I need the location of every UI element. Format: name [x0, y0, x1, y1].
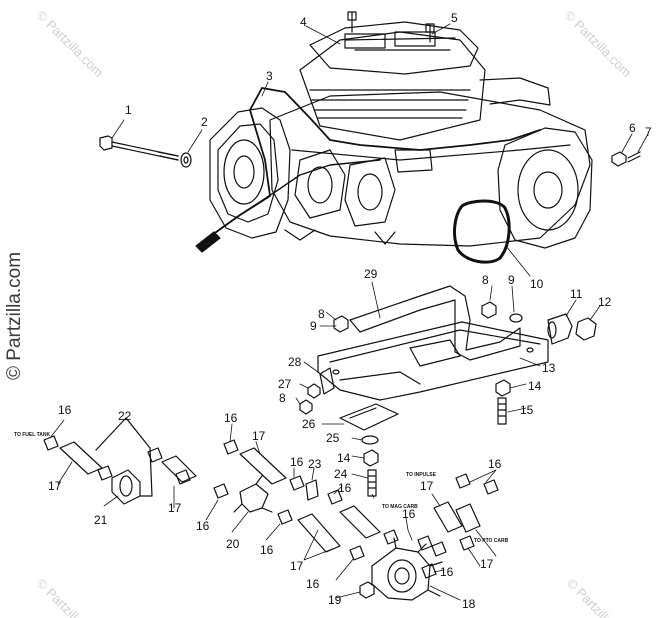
callout-16-h: 16 [402, 507, 416, 521]
callout-20: 20 [226, 537, 240, 551]
callout-16-j: 16 [440, 565, 454, 579]
callout-16-f: 16 [260, 543, 274, 557]
callout-13: 13 [542, 361, 556, 375]
callout-16-d: 16 [338, 481, 352, 495]
watermark-top-right: © Partzilla.com [562, 8, 635, 81]
callout-16-c: 16 [290, 455, 304, 469]
callout-8-c: 8 [279, 391, 286, 405]
tee-fitting [239, 483, 269, 513]
nut-small [611, 151, 627, 167]
callout-29: 29 [364, 267, 378, 281]
callout-15: 15 [520, 403, 534, 417]
callout-8: 8 [318, 307, 325, 321]
callout-25: 25 [326, 431, 340, 445]
watermark-side: © Partzilla.com [4, 252, 25, 380]
callout-14-b: 14 [337, 451, 351, 465]
small-nut [307, 383, 321, 399]
leader-lines [49, 23, 649, 601]
callout-14: 14 [528, 379, 542, 393]
fuel-hose [59, 441, 103, 475]
callout-16: 16 [58, 403, 72, 417]
callout-17-c: 17 [168, 501, 182, 515]
engine-assembly [209, 11, 593, 249]
fuel-filter [111, 469, 141, 505]
watermark-bottom-right: © Partzilla.com [564, 576, 637, 618]
callout-labels: 1 2 3 4 5 6 7 8 9 10 11 12 13 14 15 16 1… [48, 11, 652, 611]
callout-7: 7 [645, 125, 652, 139]
note-fuel-tank: TO FUEL TANK [14, 432, 51, 438]
callout-17-f: 17 [480, 557, 494, 571]
callout-2: 2 [201, 115, 208, 129]
throttle-cable [204, 87, 541, 241]
watermark-bottom-left: © Partzilla.com [34, 576, 107, 618]
callout-11: 11 [570, 287, 583, 301]
callout-27: 27 [278, 377, 292, 391]
callout-8-b: 8 [482, 273, 489, 287]
rubber-mount [547, 313, 573, 345]
callout-16-b: 16 [224, 411, 238, 425]
callout-16-e: 16 [196, 519, 210, 533]
callout-28: 28 [288, 355, 302, 369]
mount-bracket [349, 285, 521, 361]
callout-21: 21 [94, 513, 108, 527]
hose-clamp [43, 435, 59, 451]
mount-pad [339, 403, 399, 431]
callout-9-b: 9 [508, 273, 515, 287]
callout-12: 12 [598, 295, 612, 309]
callout-16-g: 16 [306, 577, 320, 591]
callout-9: 9 [310, 319, 317, 333]
note-inpulse: TO INPULSE [406, 472, 437, 478]
callout-5: 5 [451, 11, 458, 25]
engine-mount-plate [317, 321, 549, 401]
callout-17: 17 [48, 479, 62, 493]
note-pto-carb: TO PTO CARB [474, 538, 509, 544]
note-mag-carb: TO MAG CARB [382, 504, 418, 510]
callout-23: 23 [308, 457, 322, 471]
callout-3: 3 [266, 69, 273, 83]
callout-22: 22 [118, 409, 132, 423]
callout-18: 18 [462, 597, 476, 611]
callout-16-i: 16 [488, 457, 502, 471]
lock-nut [575, 317, 597, 341]
callout-26: 26 [302, 417, 316, 431]
callout-10: 10 [530, 277, 544, 291]
callout-17-e: 17 [420, 479, 434, 493]
callout-17-b: 17 [252, 429, 266, 443]
washer [180, 152, 192, 168]
watermark-top-left: © Partzilla.com [34, 8, 107, 81]
callout-6: 6 [629, 121, 636, 135]
callout-1: 1 [125, 103, 132, 117]
belt-loop [453, 199, 511, 264]
callout-4: 4 [300, 15, 307, 29]
callout-17-d: 17 [290, 559, 304, 573]
callout-19: 19 [328, 593, 342, 607]
long-bolt [99, 135, 179, 161]
callout-24: 24 [334, 467, 348, 481]
hose-destination-notes: TO FUEL TANK TO INPULSE TO MAG CARB TO P… [14, 432, 509, 544]
